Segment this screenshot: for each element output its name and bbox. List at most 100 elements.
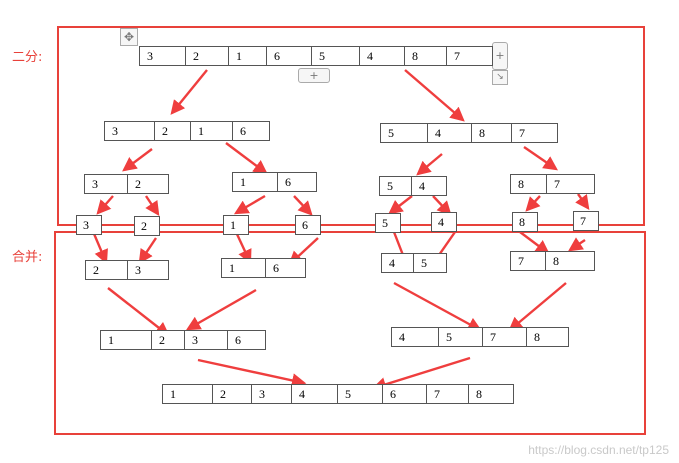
split1-left-cell: 3 [105,122,155,140]
split2-d-cell: 8 [511,175,547,193]
single-cell: 4 [431,212,457,232]
split-level2-row-b: 1 6 [232,172,317,192]
single-cell: 8 [512,212,538,232]
arrow-split2-a-3 [96,195,114,215]
merge3-cell: 2 [213,385,252,403]
merge3-cell: 3 [252,385,292,403]
merge-section-frame [54,231,646,435]
split1-left-cell: 1 [191,122,233,140]
merge-label: 合并: [12,250,43,265]
split-level2-row-d: 8 7 [510,174,595,194]
split2-c-cell: 4 [419,179,425,193]
table-move-handle-icon[interactable]: ✥ [120,28,138,46]
split-level0-row: 3 2 1 6 5 4 8 7 [139,46,493,66]
merge3-cell: 6 [383,385,427,403]
split-level1-left-row: 3 2 1 6 [104,121,270,141]
add-row-button[interactable]: + [298,68,330,83]
single-cell: 1 [223,215,249,235]
merge3-cell: 1 [163,385,213,403]
split2-d-cell: 7 [554,177,560,191]
split2-a-cell: 3 [85,175,128,193]
merge2-left-cell: 3 [185,331,228,349]
merge1-b-cell: 6 [273,261,279,275]
arrow-split2-a-2 [145,195,160,216]
single-cell: 7 [573,211,599,231]
split0-cell: 3 [140,47,186,65]
single-cell: 2 [134,216,160,236]
split2-b-cell: 1 [233,173,278,191]
merge1-d-cell: 8 [553,254,559,268]
arrow-merge1-b [185,288,257,331]
arrow-split2-c-5 [388,195,413,215]
merge1-c-cell: 4 [382,254,414,272]
arrow-split1-right-d [523,146,558,171]
split0-cell: 6 [267,47,312,65]
arrow-merge1-a [107,287,170,337]
add-column-button[interactable]: + [492,42,508,70]
split1-right-cell: 4 [428,124,472,142]
single-cell: 5 [375,213,401,233]
arrow-merge-2 [138,237,157,264]
merge2-right-cell: 4 [392,328,439,346]
arrow-merge2-left [197,358,307,388]
split2-b-cell: 6 [285,175,291,189]
merge-level1-row-c: 4 5 [381,253,447,273]
split1-left-cell: 2 [155,122,191,140]
split1-right-cell: 8 [472,124,512,142]
split-section-frame [57,26,645,226]
merge-level2-right-row: 4 5 7 8 [391,327,569,347]
merge2-right-cell: 7 [483,328,527,346]
single-cell: 3 [76,215,102,235]
split1-right-cell: 7 [519,126,525,140]
arrow-merge2-right [371,356,471,392]
table-resize-handle-icon[interactable]: ↘ [492,70,508,85]
arrow-split1-left-b [225,142,268,175]
split-level1-right-row: 5 4 8 7 [380,123,558,143]
arrow-merge-1 [234,231,252,265]
arrow-merge1-d [508,282,567,332]
merge3-cell: 4 [292,385,338,403]
arrow-merge-8 [519,231,550,255]
merge-level1-row-a: 2 3 [85,260,169,280]
watermark: https://blog.csdn.net/tp125 [528,443,669,457]
arrow-split1-right-c [416,153,443,176]
arrow-merge1-c [393,281,483,332]
split1-right-cell: 5 [381,124,428,142]
merge1-c-cell: 5 [421,256,427,270]
merge-level1-row-b: 1 6 [221,258,306,278]
merge2-right-cell: 8 [534,330,540,344]
split0-cell: 7 [454,49,460,63]
split0-cell: 2 [186,47,229,65]
merge1-d-cell: 7 [511,252,546,270]
split0-cell: 8 [405,47,447,65]
arrow-split0-left [170,69,208,115]
merge3-cell: 8 [476,387,482,401]
split0-cell: 1 [229,47,267,65]
arrow-split2-d-7 [575,193,590,210]
arrow-split1-left-a [122,148,153,172]
arrow-split2-d-8 [525,195,541,212]
split2-a-cell: 2 [135,177,141,191]
arrow-split0-right [404,69,465,122]
single-cell: 6 [295,215,321,235]
merge1-a-cell: 2 [86,261,128,279]
merge3-cell: 7 [427,385,469,403]
merge3-cell: 5 [338,385,383,403]
split-level2-row-c: 5 4 [379,176,447,196]
arrow-merge-7 [568,237,586,252]
merge-level1-row-d: 7 8 [510,251,595,271]
split0-cell: 4 [360,47,405,65]
split0-cell: 5 [312,47,360,65]
merge2-right-cell: 5 [439,328,483,346]
merge2-left-cell: 1 [101,331,152,349]
merge2-left-cell: 2 [152,331,185,349]
merge-level3-row: 1 2 3 4 5 6 7 8 [162,384,514,404]
split-label: 二分: [12,50,43,65]
split2-c-cell: 5 [380,177,412,195]
merge1-a-cell: 3 [135,263,141,277]
arrow-split2-b-6 [293,195,313,216]
merge2-left-cell: 6 [235,333,241,347]
split-level2-row-a: 3 2 [84,174,169,194]
merge-level2-left-row: 1 2 3 6 [100,330,266,350]
